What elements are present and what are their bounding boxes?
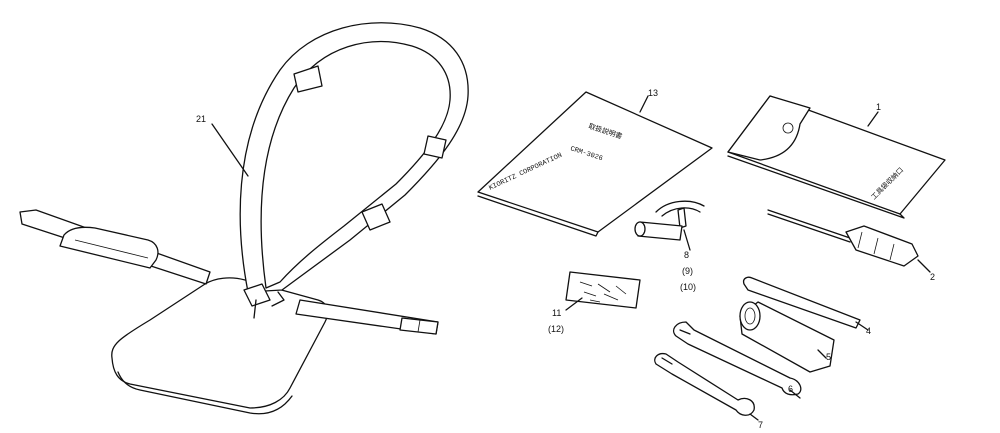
callout-11: 11 — [552, 308, 561, 318]
callout-5: 5 — [826, 352, 831, 362]
box-wrench: 5 — [739, 301, 835, 373]
wrench-7: 7 — [654, 352, 763, 430]
manual: 取扱説明書 CRM-3026 KIORITZ CORPORATION 13 — [477, 88, 713, 237]
callout-21: 21 — [196, 114, 206, 124]
callout-9: (9) — [682, 266, 693, 276]
callout-2: 2 — [930, 272, 935, 282]
callout-4: 4 — [866, 326, 871, 336]
callout-12: (12) — [548, 324, 564, 334]
callout-6: 6 — [788, 384, 793, 394]
harness: 21 — [19, 22, 469, 415]
rod: 4 — [742, 276, 871, 336]
tool-bag: 工具袋収納口 1 — [727, 95, 946, 219]
callout-8: 8 — [684, 250, 689, 260]
callout-1: 1 — [876, 102, 881, 112]
wrench-6: 6 — [672, 321, 802, 399]
screwdriver: 2 — [767, 209, 935, 282]
callout-7: 7 — [758, 420, 763, 430]
callout-10: (10) — [680, 282, 696, 292]
sticker-sheet: 11 (12) — [548, 271, 641, 334]
callout-13: 13 — [648, 88, 658, 98]
fitting: 8 (9) (10) — [634, 200, 705, 292]
